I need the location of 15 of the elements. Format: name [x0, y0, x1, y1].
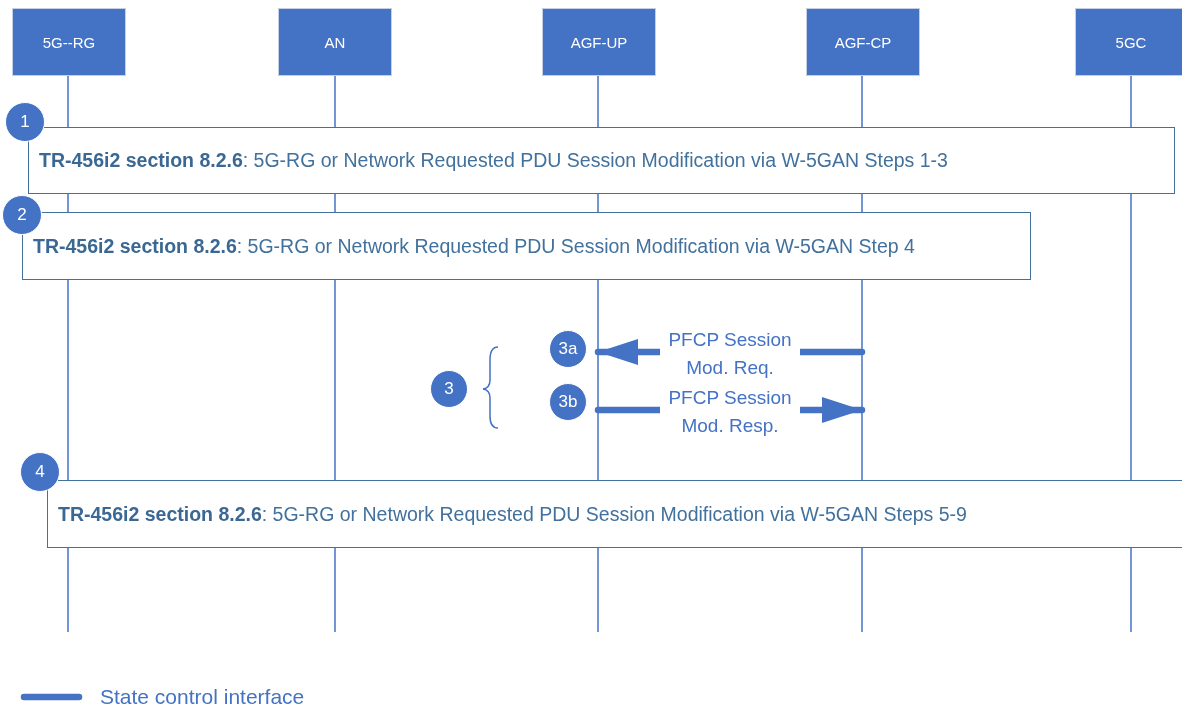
participant-box: AN [278, 8, 392, 76]
participant-box: 5GC [1075, 8, 1182, 76]
step-number: 3 [430, 370, 468, 408]
participant-box: AGF-UP [542, 8, 656, 76]
participant-box: AGF-CP [806, 8, 920, 76]
participant-with-lifeline [1075, 8, 1182, 632]
participant-box: 5G--RG [12, 8, 126, 76]
step-text: TR-456i2 section 8.2.6: 5G-RG or Network Requested PDU Session Modification via W-5GAN Step 4 [33, 234, 915, 258]
legend-text: State control interface [100, 685, 305, 706]
step-box [28, 127, 1175, 194]
step-number: 1 [5, 102, 45, 142]
step-text: TR-456i2 section 8.2.6: 5G-RG or Network Requested PDU Session Modification via W-5GAN Steps 1-3 [39, 149, 948, 172]
step-text: TR-456i2 section 8.2.6: 5G-RG or Network Requested PDU Session Modification via W-5GAN Steps 5-9 [58, 502, 967, 526]
step-box [47, 480, 1182, 548]
step-number: 2 [2, 195, 42, 235]
